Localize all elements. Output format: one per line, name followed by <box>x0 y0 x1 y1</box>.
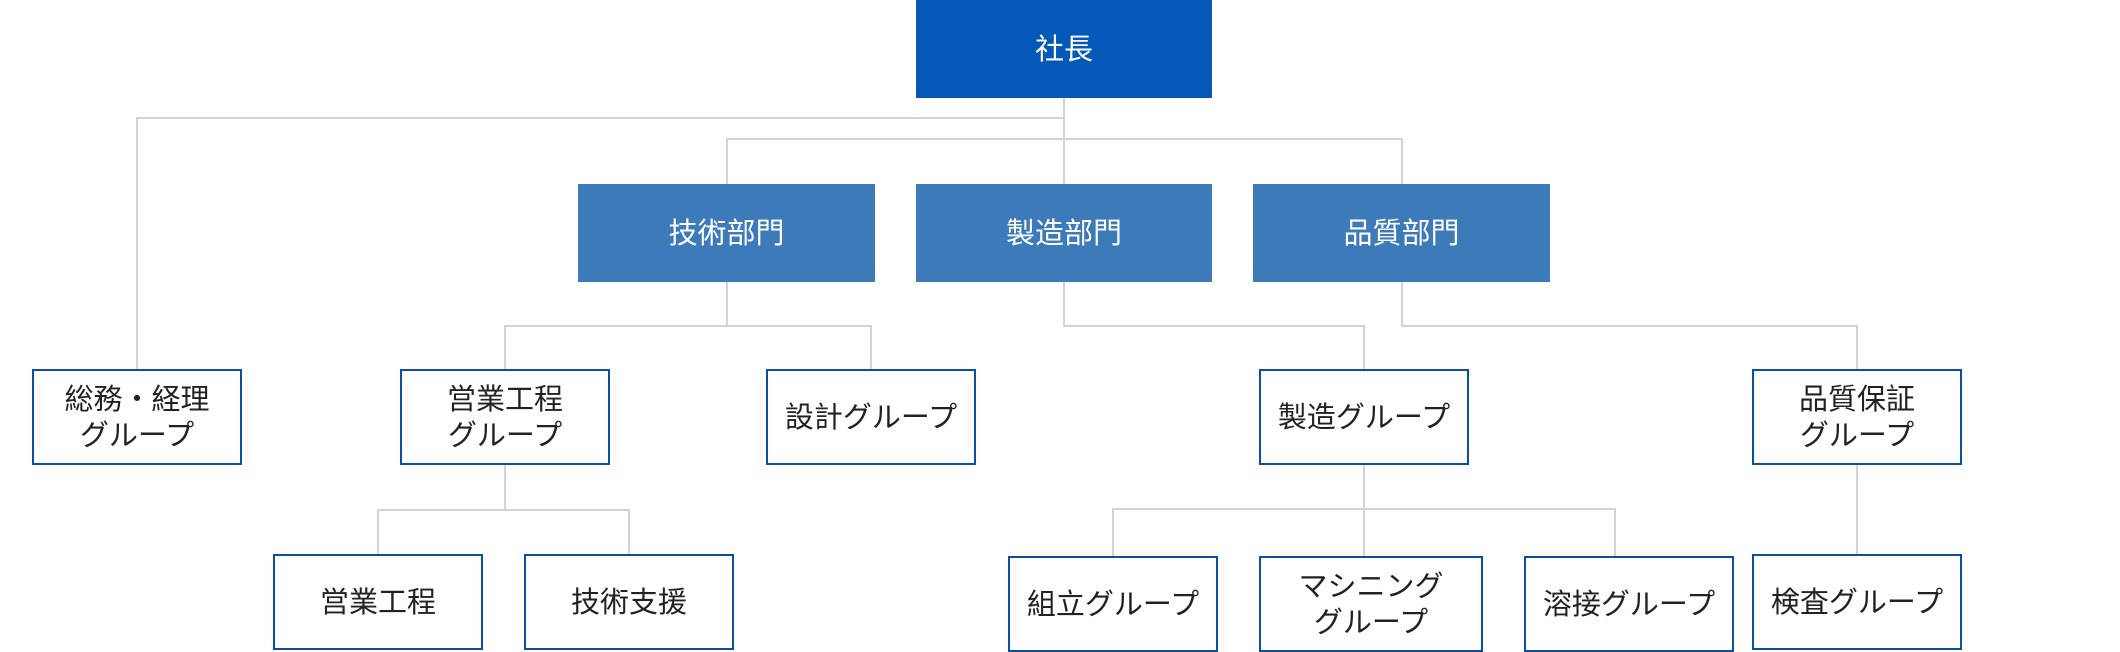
connector-quality-group <box>1401 282 1858 369</box>
connector-mfg-group <box>1063 282 1365 369</box>
node-label: 社長 <box>1034 31 1093 66</box>
node-label: 設計グループ <box>784 399 958 434</box>
node-label: 組立グループ <box>1026 586 1200 621</box>
node-tech-support: 技術支援 <box>524 554 734 650</box>
node-label: 溶接グループ <box>1542 586 1716 621</box>
node-mfg-group: 製造グループ <box>1259 369 1469 465</box>
node-label: 製造部門 <box>1005 215 1122 250</box>
node-sales-eng-group: 営業工程 グループ <box>400 369 610 465</box>
connector-sales-subgroups <box>377 465 630 554</box>
node-president: 社長 <box>916 0 1212 98</box>
node-label: 製造グループ <box>1277 399 1451 434</box>
node-label: 技術支援 <box>570 584 687 619</box>
node-design-group: 設計グループ <box>766 369 976 465</box>
node-sales-eng: 営業工程 <box>273 554 483 650</box>
node-label: 営業工程 <box>319 584 436 619</box>
node-qa-group: 品質保証 グループ <box>1752 369 1962 465</box>
node-dept-tech: 技術部門 <box>578 184 875 282</box>
node-label: 総務・経理 グループ <box>64 381 210 452</box>
node-label: 品質保証 グループ <box>1798 381 1915 452</box>
node-label: マシニング グループ <box>1298 568 1444 639</box>
connector-president-admin <box>136 98 1065 369</box>
connector-mfg-subgroups <box>1112 465 1616 556</box>
node-dept-mfg: 製造部門 <box>916 184 1212 282</box>
node-label: 品質部門 <box>1343 215 1460 250</box>
node-dept-quality: 品質部門 <box>1253 184 1550 282</box>
node-inspection-group: 検査グループ <box>1752 554 1962 650</box>
connector-tech-groups <box>504 282 872 369</box>
node-label: 営業工程 グループ <box>446 381 563 452</box>
node-label: 技術部門 <box>668 215 785 250</box>
node-general-affairs: 総務・経理 グループ <box>32 369 242 465</box>
node-label: 検査グループ <box>1770 584 1944 619</box>
node-assembly-group: 組立グループ <box>1008 556 1218 652</box>
node-welding-group: 溶接グループ <box>1524 556 1734 652</box>
node-machining-group: マシニング グループ <box>1259 556 1483 652</box>
connector-president-depts <box>726 118 1403 184</box>
